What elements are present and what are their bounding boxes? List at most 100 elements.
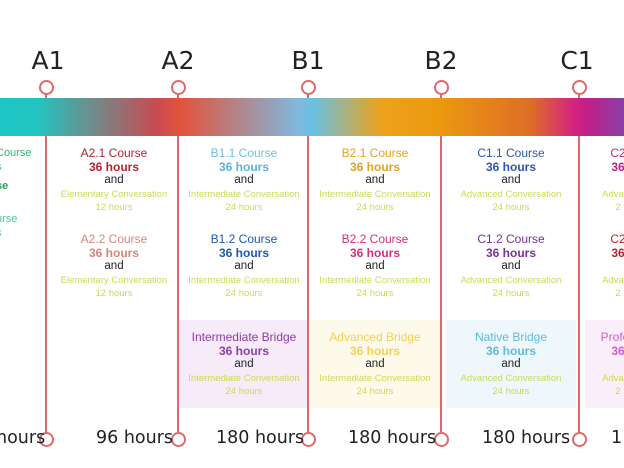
conversation-name: Advanc xyxy=(602,188,624,200)
hours-marker-circle xyxy=(300,432,316,447)
conversation-hours: 2 xyxy=(615,386,621,397)
level-marker-circle xyxy=(300,80,316,95)
conversation-name: Advanced Conversation xyxy=(460,372,562,384)
level-marker-circle xyxy=(433,80,449,95)
level-label-a1: A1 xyxy=(31,46,65,75)
conversation-hours: 24 hours xyxy=(492,386,530,397)
and-text: and xyxy=(365,358,385,370)
total-hours-label: 1 xyxy=(611,428,623,448)
course-name: B1.2 Course xyxy=(210,232,278,246)
conversation-hours: 2 xyxy=(615,202,621,213)
course-name: C2 xyxy=(610,232,624,246)
level-label-a2: A2 xyxy=(161,46,195,75)
conversation-hours: 24 hours xyxy=(356,202,394,213)
course-hours: 36 hours xyxy=(218,159,269,174)
conversation-name: Intermediate Conversation xyxy=(188,274,300,286)
course-hours: 36 xyxy=(611,343,624,358)
and-text: and xyxy=(234,260,254,272)
course-hours: s xyxy=(0,227,36,241)
and-text: and xyxy=(501,260,521,272)
course-name: B2.1 Course xyxy=(341,146,409,160)
course-hours: 36 hours xyxy=(485,343,536,358)
conversation-name: Advanc xyxy=(602,372,624,384)
level-divider-line xyxy=(177,92,179,432)
bridge-background xyxy=(179,320,309,408)
and-text: and xyxy=(365,260,385,272)
conversation-name: Intermediate Conversation xyxy=(188,372,300,384)
conversation-name: Intermediate Conversation xyxy=(319,274,431,286)
bridge-background xyxy=(446,320,576,408)
total-hours-label: 180 hours xyxy=(216,428,305,448)
and-text: and xyxy=(234,358,254,370)
and-text xyxy=(552,358,624,372)
conversation-hours: 24 hours xyxy=(225,386,263,397)
conversation-name: Intermediate Conversation xyxy=(188,188,300,200)
total-hours-label: 180 hours xyxy=(482,428,571,448)
level-divider-line xyxy=(45,92,47,432)
course-name: Advanced Bridge xyxy=(329,330,421,344)
course-hours: s xyxy=(0,161,36,175)
and-text: and xyxy=(104,174,124,186)
bridge-background xyxy=(310,320,440,408)
conversation-hours: 24 hours xyxy=(356,288,394,299)
conversation-name: Advanced Conversation xyxy=(460,274,562,286)
conversation-name: Elementary Conversation xyxy=(60,274,168,286)
conversation-hours: 24 hours xyxy=(356,386,394,397)
level-marker-circle xyxy=(170,80,186,95)
course-hours: 36 xyxy=(611,245,624,260)
conversation-name: Advanc xyxy=(602,274,624,286)
conversation-hours: 12 hours xyxy=(95,288,133,299)
and-text: and xyxy=(104,260,124,272)
course-block-partial: se xyxy=(0,180,36,207)
course-name: A2.2 Course xyxy=(80,232,148,246)
course-hours: 36 hours xyxy=(218,245,269,260)
conversation-name: Advanced Conversation xyxy=(460,188,562,200)
level-label-b1: B1 xyxy=(291,46,325,75)
course-name: A2.1 Course xyxy=(80,146,148,160)
course-name: se xyxy=(0,180,9,192)
level-divider-line xyxy=(440,92,442,432)
level-marker-circle xyxy=(38,80,54,95)
level-divider-line xyxy=(307,92,309,432)
conversation-hours: 24 hours xyxy=(225,288,263,299)
course-hours: 36 hours xyxy=(218,343,269,358)
course-name: urse xyxy=(0,213,18,225)
course-hours: 36 hours xyxy=(485,245,536,260)
level-marker-circle xyxy=(571,80,587,95)
level-gradient-band xyxy=(0,98,624,136)
conversation-name: Elementary Conversation xyxy=(60,188,168,200)
course-name: Intermediate Bridge xyxy=(191,330,297,344)
course-name: B1.1 Course xyxy=(210,146,278,160)
course-block-partial: urse s xyxy=(0,213,36,240)
bridge-course-block: Profes36 Advanc 2 xyxy=(552,330,624,399)
hours-marker-circle xyxy=(38,432,54,447)
bridge-background xyxy=(585,320,624,408)
course-name: C2 xyxy=(610,146,624,160)
course-hours: 36 xyxy=(611,159,624,174)
level-label-b2: B2 xyxy=(424,46,458,75)
level-divider-line xyxy=(578,92,580,432)
and-text: and xyxy=(501,358,521,370)
conversation-hours: 2 xyxy=(615,288,621,299)
course-name: Profes xyxy=(600,330,624,344)
course-hours: 36 hours xyxy=(88,245,139,260)
course-name: Native Bridge xyxy=(474,330,548,344)
course-hours: 36 hours xyxy=(485,159,536,174)
course-hours: 36 hours xyxy=(88,159,139,174)
and-text xyxy=(552,260,624,274)
total-hours-label: 180 hours xyxy=(348,428,437,448)
course-block-partial: Courses xyxy=(0,147,36,174)
